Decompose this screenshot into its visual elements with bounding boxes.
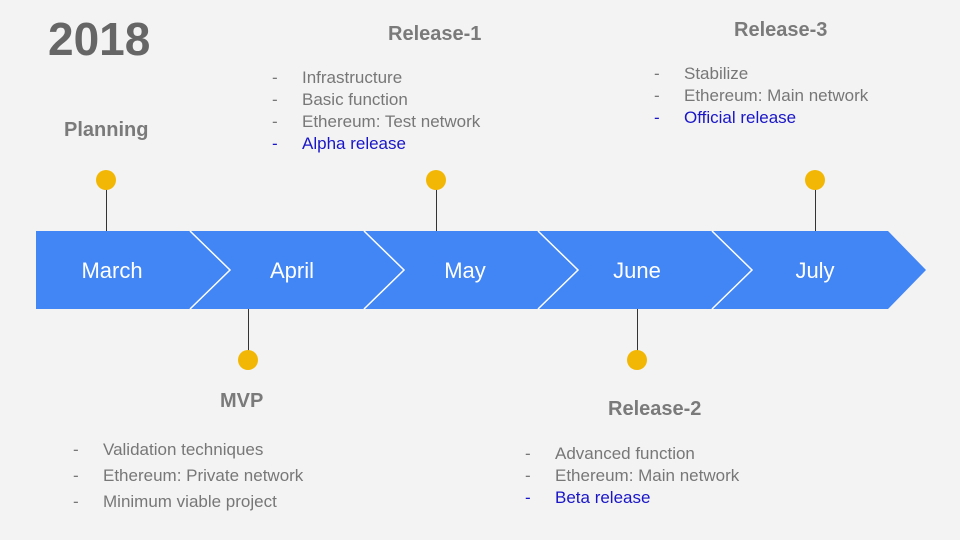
month-april: April — [269, 258, 315, 283]
release3-list: -Stabilize -Ethereum: Main network -Offi… — [654, 63, 868, 129]
planning-heading: Planning — [64, 119, 149, 141]
pin-line-release3 — [815, 188, 816, 231]
month-july: July — [795, 258, 835, 283]
list-item-highlight: -Official release — [654, 108, 797, 127]
month-may: May — [444, 258, 486, 283]
mvp-heading: MVP — [220, 390, 264, 412]
pin-dot-release1 — [426, 170, 446, 190]
pin-line-planning — [106, 188, 107, 231]
list-item: -Basic function — [272, 90, 408, 109]
year-title: 2018 — [48, 13, 151, 65]
list-item: -Ethereum: Main network — [654, 86, 869, 105]
list-item: -Ethereum: Private network — [73, 466, 304, 485]
list-item: -Validation techniques — [73, 440, 264, 459]
pin-dot-release3 — [805, 170, 825, 190]
list-item: -Ethereum: Test network — [272, 112, 481, 131]
list-item: -Ethereum: Main network — [525, 466, 740, 485]
release2-list: -Advanced function -Ethereum: Main netwo… — [525, 443, 739, 509]
list-item: -Advanced function — [525, 444, 695, 463]
release1-list: -Infrastructure -Basic function -Ethereu… — [272, 67, 480, 155]
release3-heading: Release-3 — [734, 19, 828, 41]
pin-line-mvp — [248, 309, 249, 352]
month-march: March — [81, 258, 143, 283]
release1-heading: Release-1 — [388, 23, 482, 45]
pin-line-release1 — [436, 188, 437, 231]
list-item-highlight: -Alpha release — [272, 134, 406, 153]
pin-dot-planning — [96, 170, 116, 190]
month-june: June — [613, 258, 661, 283]
list-item: -Stabilize — [654, 64, 749, 83]
mvp-list: -Validation techniques -Ethereum: Privat… — [73, 437, 303, 515]
list-item-highlight: -Beta release — [525, 488, 651, 507]
list-item: -Minimum viable project — [73, 492, 277, 511]
timeline-chevrons — [189, 230, 754, 310]
release2-heading: Release-2 — [608, 398, 702, 420]
timeline-body — [36, 231, 926, 309]
pin-dot-mvp — [238, 350, 258, 370]
list-item: -Infrastructure — [272, 68, 403, 87]
pin-line-release2 — [637, 309, 638, 352]
pin-dot-release2 — [627, 350, 647, 370]
